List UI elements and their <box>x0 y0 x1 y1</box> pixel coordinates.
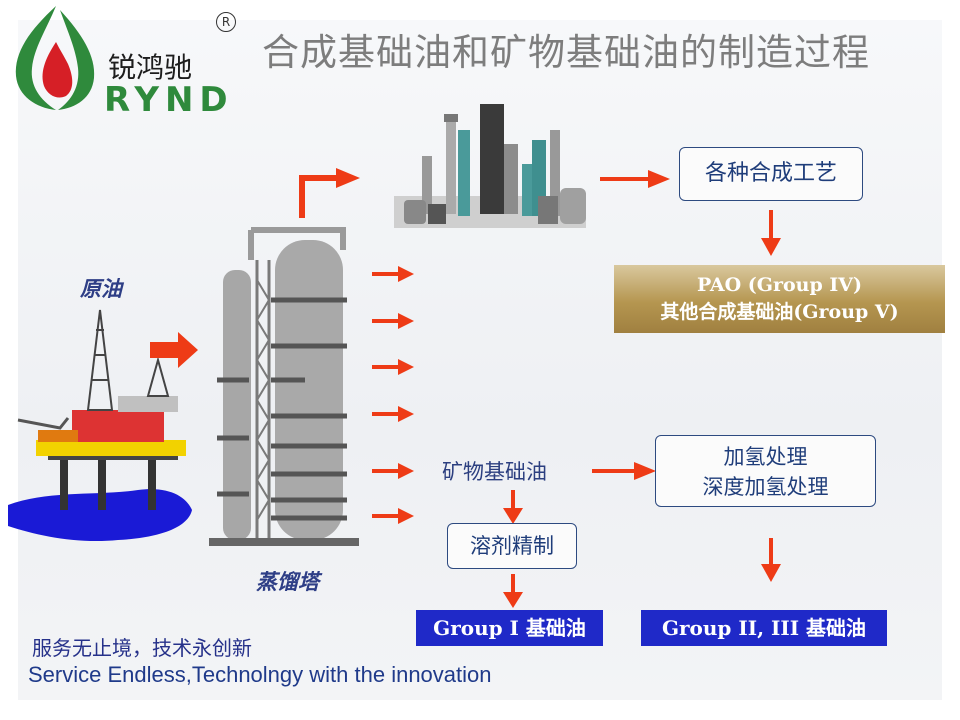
slogan-en: Service Endless,Technolngy with the inno… <box>28 662 492 687</box>
mineral-base-oil-label: 矿物基础油 <box>442 460 547 484</box>
arrow-plant-to-synthesis-icon <box>600 170 670 188</box>
hydro-line-1: 加氢处理 <box>723 445 808 469</box>
chemical-plant-icon <box>394 104 586 228</box>
oil-platform-icon <box>8 309 192 542</box>
synthesis-process-box: 各种合成工艺 <box>679 147 863 201</box>
page-title: 合成基础油和矿物基础油的制造过程 <box>262 31 870 74</box>
hydro-line-2: 深度加氢处理 <box>702 475 829 499</box>
hydrotreating-box: 加氢处理 深度加氢处理 <box>655 435 876 507</box>
arrow-solvent-to-group1-icon <box>503 574 523 608</box>
logo-name-cn: 锐鸿驰 <box>108 51 193 84</box>
arrow-mineral-to-hydro-icon <box>592 462 656 480</box>
arrow-mineral-to-solvent-icon <box>503 490 523 524</box>
side-draw-arrow-5 <box>372 463 414 479</box>
arrow-hydro-to-group23-icon <box>761 538 781 582</box>
side-draw-arrow-6 <box>372 508 414 524</box>
group1-product-box: Group I 基础油 <box>416 610 603 646</box>
logo-flame-icon <box>15 6 95 110</box>
pao-line-1: PAO (Group IV) <box>696 274 863 296</box>
arrow-crude-to-tower-icon <box>150 332 198 368</box>
distillation-tower-icon <box>209 227 359 546</box>
registered-mark: R <box>216 12 236 32</box>
solvent-refining-box: 溶剂精制 <box>447 523 577 569</box>
side-draw-arrow-4 <box>372 406 414 422</box>
pao-line-2: 其他合成基础油(Group V) <box>660 301 899 323</box>
pao-product-box: PAO (Group IV) 其他合成基础油(Group V) <box>614 265 945 333</box>
side-draw-arrow-2 <box>372 313 414 329</box>
distillation-tower-label: 蒸馏塔 <box>256 570 319 594</box>
group23-product-box: Group II, III 基础油 <box>641 610 887 646</box>
crude-oil-label: 原油 <box>80 277 122 301</box>
arrow-tower-to-plant-icon <box>299 168 360 218</box>
logo-name-en: RYND <box>104 80 234 120</box>
slogan-cn: 服务无止境，技术永创新 <box>32 636 252 660</box>
side-draw-arrow-3 <box>372 359 414 375</box>
side-draw-arrows <box>372 266 414 524</box>
side-draw-arrow-1 <box>372 266 414 282</box>
arrow-synthesis-to-pao-icon <box>761 210 781 256</box>
